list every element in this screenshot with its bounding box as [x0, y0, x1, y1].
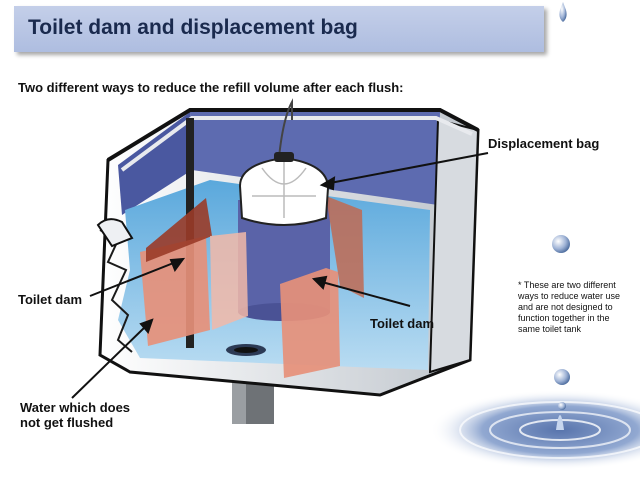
- label-water-line1: Water which does: [20, 400, 131, 415]
- water-ripple: [430, 390, 640, 470]
- flush-handle: [96, 218, 134, 248]
- toilet-dam-left: [140, 236, 210, 346]
- page-title: Toilet dam and displacement bag: [28, 16, 358, 39]
- label-toilet-dam-right: Toilet dam: [370, 316, 435, 331]
- subtitle: Two different ways to reduce the refill …: [18, 80, 404, 95]
- label-water-not-flushed: Water which does not get flushed: [20, 400, 130, 430]
- label-toilet-dam-left: Toilet dam: [18, 292, 83, 307]
- label-water-line2: not get flushed: [20, 415, 114, 430]
- toilet-dam-right: [280, 268, 340, 378]
- callout-arrows: [71, 152, 489, 399]
- footnote: * These are two different ways to reduce…: [518, 280, 621, 334]
- water-droplets: [552, 2, 570, 410]
- label-displacement-bag: Displacement bag: [488, 136, 600, 151]
- title-bar: Toilet dam and displacement bag: [14, 6, 544, 52]
- tank-inner-wall: [190, 112, 440, 205]
